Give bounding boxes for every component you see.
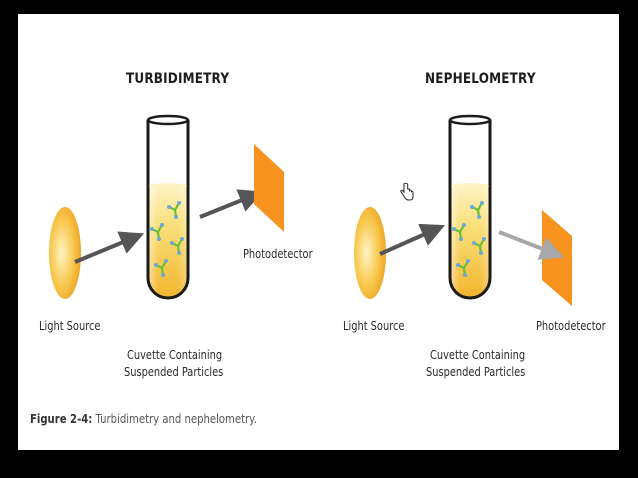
cuvette-label-line1: Cuvette Containing bbox=[127, 348, 223, 362]
photodetector-panel bbox=[542, 210, 572, 306]
nephelometry-panel bbox=[354, 114, 572, 306]
cuvette bbox=[146, 114, 190, 300]
figure-caption: Figure 2-4: Turbidimetry and nephelometr… bbox=[30, 412, 257, 426]
figure-caption-prefix: Figure 2-4: bbox=[30, 412, 93, 426]
incident-light-arrow bbox=[74, 231, 145, 264]
nephelometry-title: NEPHELOMETRY bbox=[425, 71, 536, 87]
cuvette-label-line1: Cuvette Containing bbox=[430, 348, 526, 362]
light-source-label: Light Source bbox=[39, 319, 101, 333]
turbidimetry-panel bbox=[49, 114, 284, 300]
photodetector-panel bbox=[254, 144, 284, 232]
light-source-lamp bbox=[49, 207, 81, 299]
figure-caption-text: Turbidimetry and nephelometry. bbox=[92, 412, 257, 426]
incident-light-arrow bbox=[379, 223, 445, 256]
cuvette-label-line2: Suspended Particles bbox=[124, 365, 224, 379]
cuvette bbox=[448, 114, 492, 300]
light-source-lamp bbox=[354, 207, 386, 299]
scattered-light-arrow bbox=[498, 230, 565, 260]
transmitted-light-arrow bbox=[199, 189, 264, 219]
pointer-hand-icon bbox=[400, 183, 414, 201]
turbidimetry-title: TURBIDIMETRY bbox=[126, 71, 230, 87]
photodetector-label: Photodetector bbox=[243, 247, 313, 261]
cuvette-label-line2: Suspended Particles bbox=[426, 365, 526, 379]
light-source-label: Light Source bbox=[343, 319, 405, 333]
photodetector-label: Photodetector bbox=[536, 319, 606, 333]
